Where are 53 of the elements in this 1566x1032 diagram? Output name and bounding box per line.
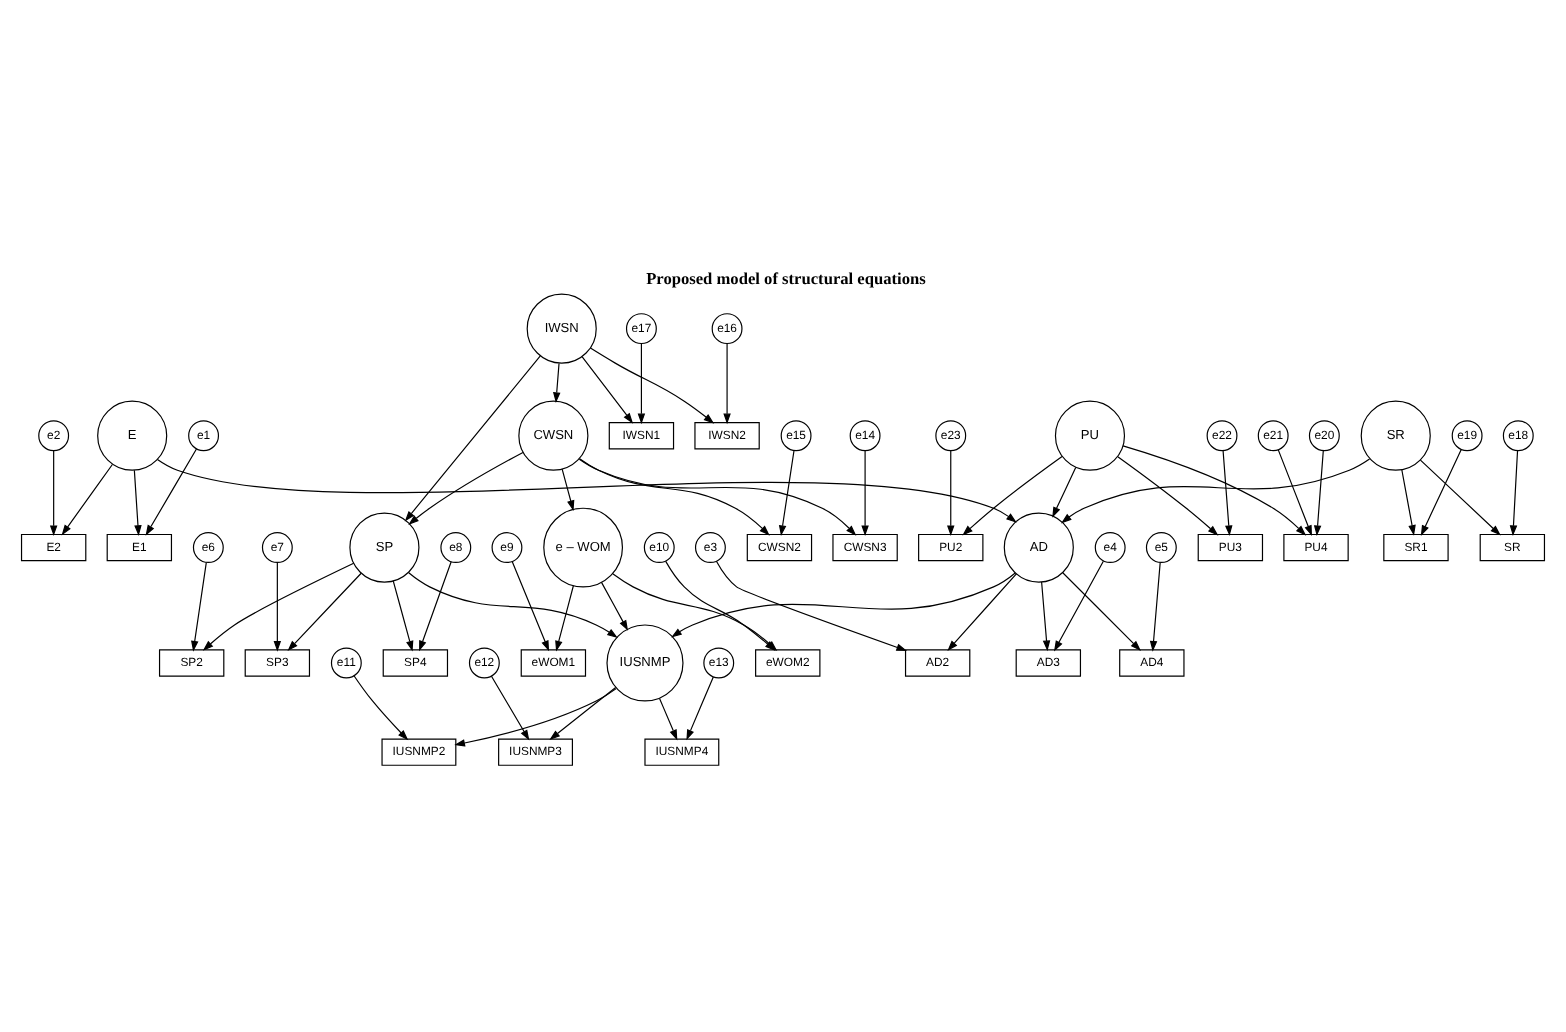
arrow xyxy=(1222,450,1233,537)
arrow xyxy=(156,458,1017,523)
arrow xyxy=(671,572,1016,638)
arrow xyxy=(1419,459,1501,536)
arrow xyxy=(861,450,869,537)
arrow xyxy=(511,561,550,652)
arrow xyxy=(553,362,561,404)
arrow xyxy=(1509,450,1519,537)
arrow xyxy=(723,342,731,425)
arrow xyxy=(61,463,113,536)
arrow xyxy=(1117,456,1219,536)
arrow xyxy=(555,585,574,652)
arrow xyxy=(133,469,142,536)
arrow xyxy=(579,458,770,536)
arrow xyxy=(1401,469,1416,536)
arrow xyxy=(1277,449,1312,537)
arrow xyxy=(549,686,617,740)
arrow xyxy=(273,562,282,652)
arrow xyxy=(404,355,541,522)
arrow xyxy=(392,580,414,652)
arrow xyxy=(1052,466,1077,518)
arrow xyxy=(686,676,714,741)
arrow xyxy=(408,451,524,525)
arrow xyxy=(947,573,1017,651)
arrow xyxy=(600,581,629,631)
arrow xyxy=(1149,562,1161,652)
arrow xyxy=(1041,581,1051,652)
diagram-title: Proposed model of structural equations xyxy=(646,269,926,288)
arrow xyxy=(408,572,618,639)
arrow xyxy=(191,562,207,652)
arrow xyxy=(454,688,617,747)
arrow xyxy=(1420,448,1462,536)
arrow xyxy=(581,356,634,424)
arrow xyxy=(1313,450,1324,537)
arrow xyxy=(778,450,795,537)
arrow xyxy=(561,468,575,512)
arrow xyxy=(202,562,355,651)
arrow xyxy=(490,675,530,741)
arrow xyxy=(578,458,857,536)
arrow xyxy=(1053,560,1104,652)
arrow xyxy=(658,697,678,741)
arrow xyxy=(1062,572,1141,651)
arrow xyxy=(49,450,58,537)
arrow xyxy=(589,347,715,424)
arrow xyxy=(287,572,362,652)
arrow xyxy=(947,450,955,537)
arrow xyxy=(637,342,646,425)
arrow xyxy=(353,675,409,741)
arrow xyxy=(1061,458,1371,524)
arrow xyxy=(419,561,452,652)
arrow xyxy=(1122,445,1307,536)
arrow xyxy=(145,448,198,536)
arrow xyxy=(962,455,1063,536)
